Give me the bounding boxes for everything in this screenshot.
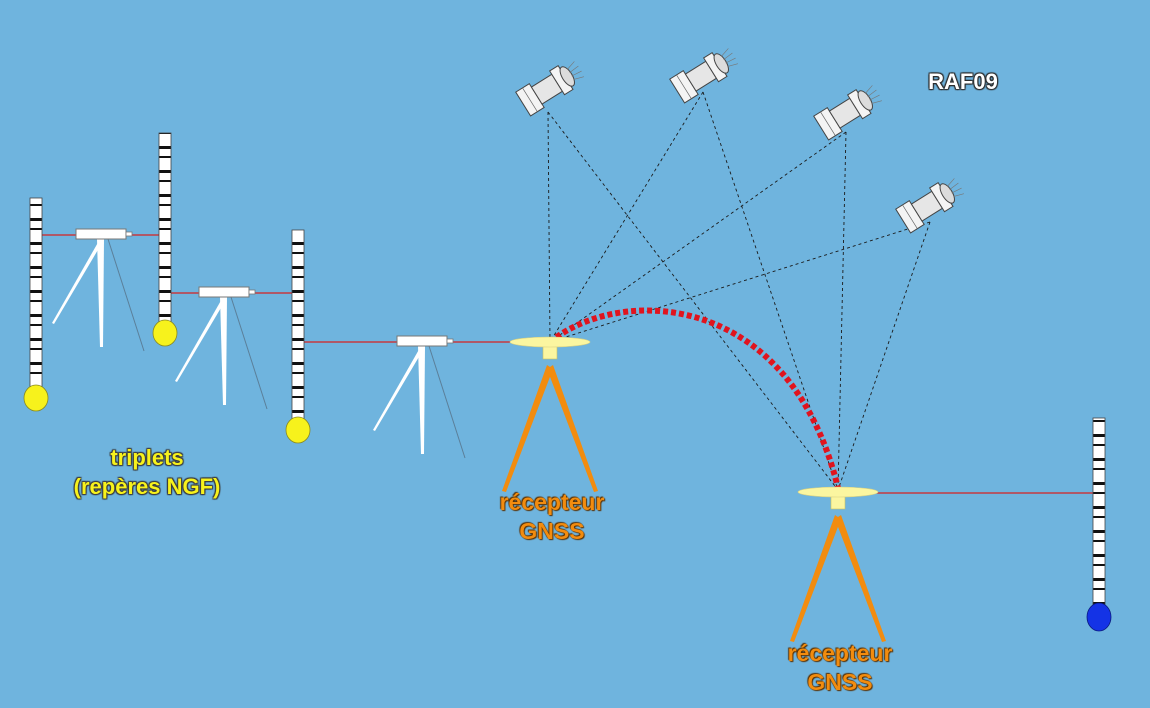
triplets-label-line2: (repères NGF) [73, 474, 221, 499]
triplets-label-line1: triplets [110, 445, 184, 470]
levelling-staff-icon [285, 229, 311, 444]
satellite-icon [669, 43, 742, 104]
levelling-staff-icon [1086, 417, 1112, 632]
model-name-label: RAF09 [928, 69, 998, 94]
level-tripod-icon [51, 228, 145, 352]
receiver1-label: récepteur GNSS [472, 488, 632, 546]
satellite-icon [813, 80, 886, 141]
satellite-icon [895, 173, 968, 234]
baseline-arc [548, 307, 841, 489]
levelling-staff-icon [23, 197, 49, 412]
satellite-icon [515, 56, 588, 117]
benchmark-marker [285, 416, 311, 444]
benchmark-marker [23, 384, 49, 412]
receiver1-label-line2: GNSS [519, 518, 585, 544]
satellite-signal-lines [547, 91, 931, 491]
level-tripod-icon [174, 286, 268, 410]
gnss-receiver-icon [789, 486, 887, 643]
receiver2-label-line1: récepteur [787, 640, 893, 666]
levelling-staff-icon [152, 132, 178, 347]
receiver2-label-line2: GNSS [807, 669, 873, 695]
gnss-receiver-icon [501, 336, 599, 493]
unknown-point-marker [1086, 602, 1112, 632]
receiver1-label-line1: récepteur [499, 489, 605, 515]
level-tripod-icon [372, 335, 466, 459]
receiver2-label: récepteur GNSS [760, 639, 920, 697]
triplets-label: triplets (repères NGF) [42, 443, 252, 501]
benchmark-marker [152, 319, 178, 347]
